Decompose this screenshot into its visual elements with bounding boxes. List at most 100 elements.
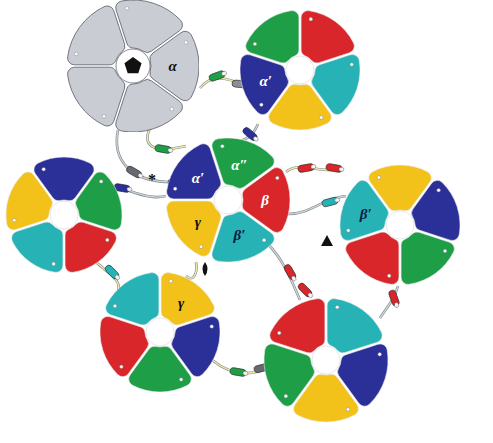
anchor-dot [106,238,110,242]
subunit-segment [100,317,148,377]
anchor-dot [377,176,381,180]
anchor-dot [102,114,106,118]
subunit-segment [116,80,183,132]
subunit-segment [76,172,122,230]
linker-plug [326,163,345,173]
fivefold-symbol [124,57,141,73]
anchor-dot [125,7,129,11]
ring-pore [286,56,314,84]
ring-pore [214,186,242,214]
anchor-dot [173,187,177,191]
subunit-label: α″ [231,157,248,172]
subunit-segment [246,11,299,63]
subunit-segment [65,222,116,272]
subunit-segment [167,201,221,256]
anchor-dot [169,279,173,283]
linker-strand [147,128,186,149]
subunit-segment [106,273,159,325]
pentamer-ring [264,299,388,422]
anchor-dot [350,63,354,67]
anchor-dot [319,116,323,120]
ring-pore [50,201,78,229]
pentamer-ring [6,157,122,272]
twofold-symbol [203,262,208,276]
ring-shape [340,165,460,285]
ring-pore [312,346,340,374]
linker-plug [321,196,340,207]
linker-strand [117,130,172,182]
linker-plug [125,165,144,180]
linker-plug [297,282,315,300]
anchor-dot [170,107,174,111]
anchor-dot [113,304,117,308]
pentamer-ring: α′ [240,10,360,130]
subunit-segment [68,67,125,126]
subunit-segment [6,172,52,230]
subunit-label: β′ [234,228,246,243]
linker-outline [186,262,196,278]
linker-outline [288,196,346,214]
anchor-dot [277,331,281,335]
subunit-segment [12,222,63,272]
anchor-dot [346,229,350,233]
anchor-dot [309,17,313,21]
linker-plug [208,69,227,82]
anchor-dot [12,218,16,222]
subunit-segment [401,232,454,284]
anchor-dot [199,245,203,249]
anchor-dot [210,325,214,329]
threefold-symbol [321,235,333,246]
site-marker: * [148,172,156,188]
subunit-segment [240,55,288,115]
pentamer-ring: γ [100,272,220,392]
anchor-dot [221,144,225,148]
subunit-segment [346,232,399,284]
subunit-label: α [168,59,176,74]
subunit-segment [340,180,388,240]
linker-plug [388,289,401,308]
linker-plug [283,263,298,282]
linker-outline [117,130,172,182]
anchor-dot [253,42,257,46]
anchor-dot [378,353,382,357]
linker-plug [155,144,174,154]
ring-pore [386,211,414,239]
subunit-segment [161,273,214,325]
pentamer-ring: β′ [340,165,460,285]
anchor-dot [184,41,188,45]
subunit-segment [264,344,314,406]
subunit-label: γ [178,295,184,310]
ring-shape [67,0,199,132]
anchor-dot [74,52,78,56]
anchor-dot [387,274,391,278]
subunit-label: α′ [192,171,205,186]
pentamer-ring: α [67,0,199,132]
ring-shape [240,10,360,130]
linker-outline [147,128,186,149]
anchor-dot [120,365,124,369]
subunit-segment [301,11,354,63]
linker-strand [186,262,196,278]
subunit-label: β [261,193,269,208]
linker-plug [230,367,249,377]
linker-strand [268,244,300,300]
subunit-segment [327,299,382,353]
anchor-dot [276,176,280,180]
anchor-dot [260,103,264,107]
linker-outline [268,244,300,300]
subunit-segment [412,180,460,240]
anchor-dot [179,378,183,382]
anchor-dot [99,180,103,184]
linker-strand [288,196,346,214]
anchor-dot [437,188,441,192]
subunit-segment [212,212,274,262]
anchor-dot [346,408,350,412]
linker-plug [298,163,317,173]
pentamer-ring: α′ α″ β γ β′ [166,138,290,262]
anchor-dot [42,168,46,172]
subunit-label: γ [195,214,201,229]
subunit-label: β′ [360,206,372,221]
anchor-dot [262,238,266,242]
subunit-segment [270,299,325,353]
